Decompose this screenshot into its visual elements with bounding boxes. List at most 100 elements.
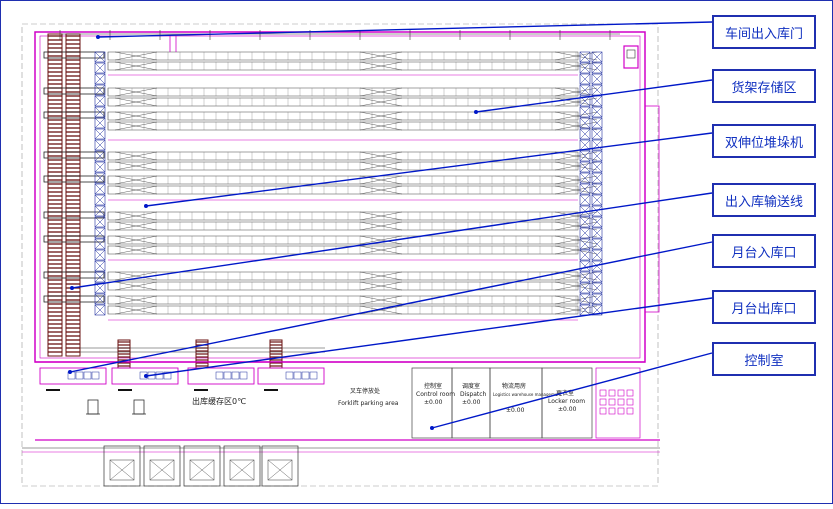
stacker-cross [94,161,106,173]
buffer-room [261,445,299,487]
rack-brace [114,87,158,97]
stacker-cross [579,62,591,74]
rack-row [107,97,579,107]
dock-cell [215,371,224,380]
dock-bay [39,367,107,385]
rack-brace [114,111,158,121]
stacker-cross [94,238,106,250]
stacker-cell [579,238,591,250]
rack-brace [114,235,158,245]
forklift-parking-cn: 叉车停放处 [350,387,380,395]
stacker-cell [579,106,591,118]
buffer-rooms [103,445,299,487]
stacker-cell [94,227,106,239]
stacker-cell [94,139,106,151]
rack-brace [114,271,158,281]
stacker-cell [591,106,603,118]
stacker-cell [591,271,603,283]
stacker-cross [94,172,106,184]
rack-row [107,305,579,315]
stacker-cell [579,73,591,85]
rack-row [107,295,579,305]
stacker-cell [579,128,591,140]
stacker-cell [94,183,106,195]
buffer-cross [229,459,255,481]
control-room-en: Control room [416,391,455,398]
stacker-cross [579,216,591,228]
stacker-cross [94,304,106,316]
temp-zone-label: 出库缓存区0℃ [192,396,246,406]
stacker-cross [591,128,603,140]
leader-c4 [71,192,713,289]
bottom-service-area [22,33,660,487]
stacker-cell [579,150,591,162]
warehouse-wall-inner [39,35,641,359]
rack-brace [359,175,403,185]
stacker-cell [94,172,106,184]
stacker-cross [591,62,603,74]
building-boundary [21,23,659,487]
rack-storage-area [107,51,598,321]
callout-dock-outbound: 月台出库口 [712,290,816,324]
stacker-cross [94,227,106,239]
stacker-cross [579,106,591,118]
rack-brace [114,151,158,161]
forklift-icon [86,399,146,415]
rack-brace [359,235,403,245]
stacker-cross [591,216,603,228]
stacker-cross [94,205,106,217]
stacker-cell [94,51,106,63]
dock-cell [75,371,84,380]
buffer-room [143,445,181,487]
stacker-cross [591,172,603,184]
dispatch-elev: ±0.00 [462,399,481,406]
stacker-cross [94,117,106,129]
stacker-cell [591,227,603,239]
rack-brace [114,295,158,305]
logistics-room-block [489,367,543,439]
leader-c6 [145,297,713,377]
stacker-cross [94,271,106,283]
leader-c7 [431,352,713,429]
stacker-cross [591,183,603,195]
rack-brace [114,221,158,231]
rack-brace [359,97,403,107]
stacker-cross [591,271,603,283]
stacker-cell [94,117,106,129]
dock-cell [285,371,294,380]
stacker-cell [94,238,106,250]
transfer-station [43,271,105,279]
callout-workshop-door: 车间出入库门 [712,15,816,49]
toilet-stall [626,407,634,415]
stacker-cross [579,51,591,63]
leader-c1 [97,21,713,38]
stacker-cell [591,172,603,184]
stacker-cross [94,106,106,118]
stacker-cell [591,150,603,162]
rack-brace [359,87,403,97]
stacker-cross [591,304,603,316]
buffer-cross [149,459,175,481]
stacker-cross [579,117,591,129]
stacker-cell [579,161,591,173]
stacker-cell [579,194,591,206]
dock-cell [155,371,164,380]
stacker-cross [591,95,603,107]
stacker-cross [94,51,106,63]
stacker-cross [591,282,603,294]
stacker-cross [579,304,591,316]
stacker-cross [579,139,591,151]
buffer-unit [229,459,255,481]
stacker-cell [94,249,106,261]
transfer-station [43,295,105,303]
stacker-cell [591,73,603,85]
rack-brace [359,185,403,195]
stacker-cross [591,161,603,173]
stacker-cell [94,216,106,228]
stacker-cross [591,205,603,217]
stacker-cross [591,194,603,206]
dock-cell [309,371,318,380]
stacker-cell [579,227,591,239]
